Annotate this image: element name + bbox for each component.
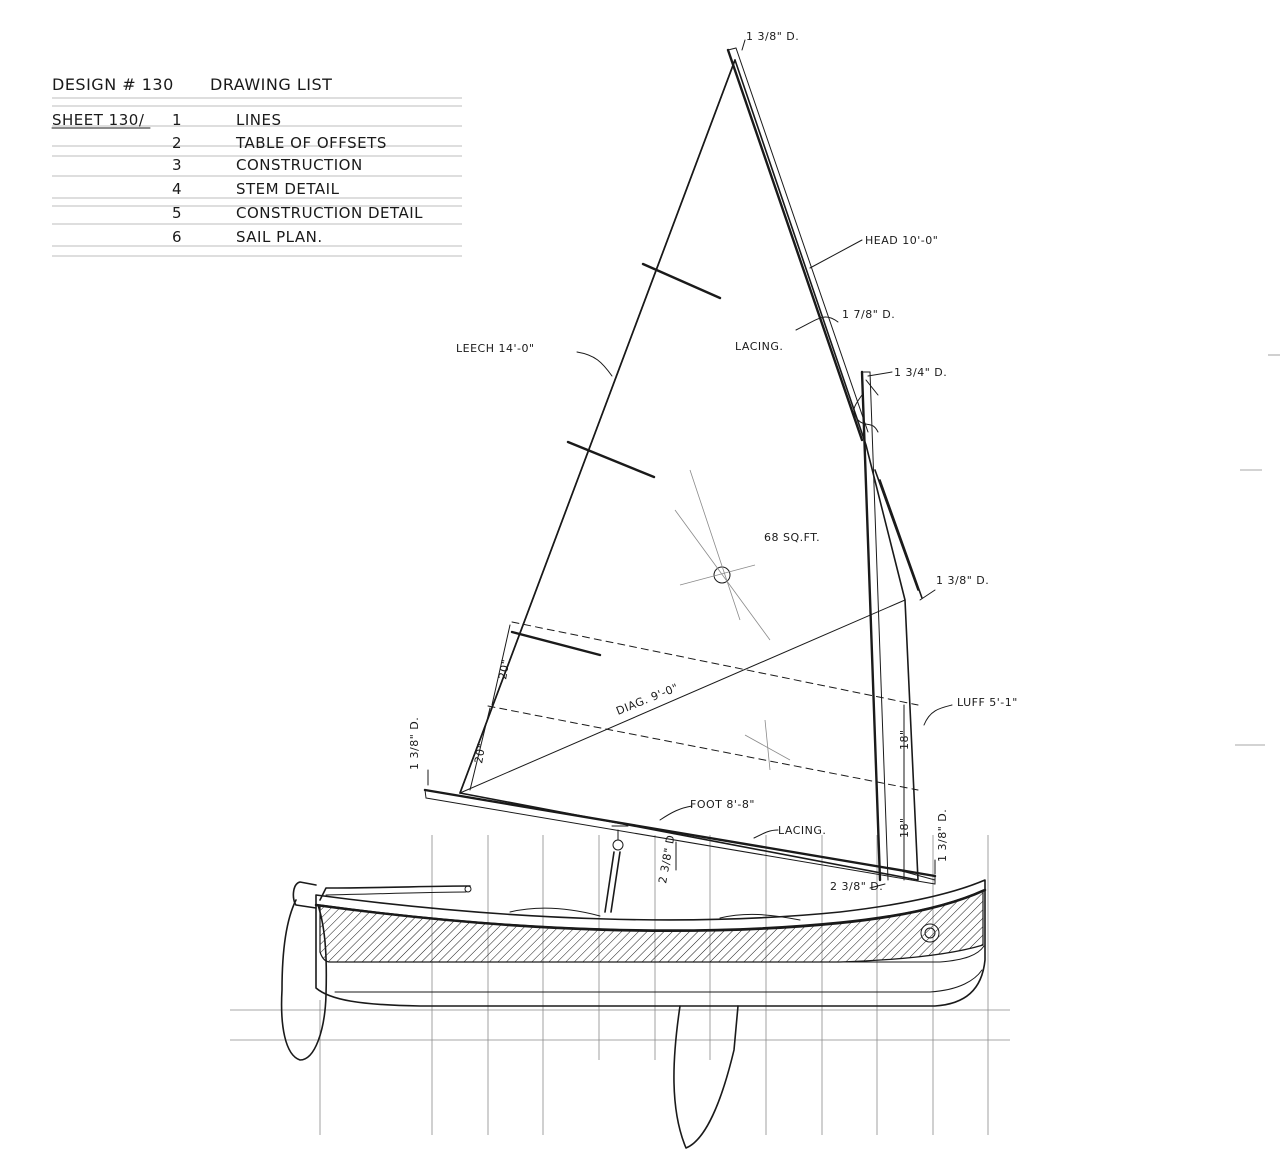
sheet-label: SHEET 130/: [52, 111, 145, 129]
station-grid: [230, 835, 1010, 1135]
boom: [423, 788, 937, 885]
drawing-list: DESIGN # 130 DRAWING LIST SHEET 130/ 1 L…: [51, 75, 462, 257]
mast: [860, 370, 889, 882]
yard: [726, 47, 869, 442]
luff-label: LUFF 5'-1": [957, 696, 1018, 709]
spar-dimensions: 1 3/8" D. 1 7/8" D. 1 3/4" D. 1 3/8" D. …: [408, 30, 989, 893]
leech-reef-upper: 20": [496, 658, 512, 681]
mainsheet: [604, 825, 629, 913]
list-item-name: SAIL PLAN.: [236, 228, 323, 246]
mast-base-diameter: 2 3/8" D.: [830, 880, 883, 893]
list-item-name: STEM DETAIL: [236, 180, 340, 198]
mast-mid-diameter: 1 3/8" D.: [936, 574, 989, 587]
lug-sail: [459, 59, 919, 881]
hull-planking: [319, 889, 984, 963]
list-item-number: 4: [172, 180, 182, 198]
lacing-head-label: LACING.: [735, 340, 783, 353]
list-item-number: 1: [172, 111, 182, 129]
luff-reef-upper: 18": [898, 729, 911, 750]
head-label: HEAD 10'-0": [865, 234, 938, 247]
list-item-number: 5: [172, 204, 182, 222]
list-item-name: TABLE OF OFFSETS: [235, 134, 387, 152]
list-item-name: CONSTRUCTION DETAIL: [236, 204, 423, 222]
list-item-number: 3: [172, 156, 182, 174]
drawing-list-heading: DRAWING LIST: [210, 75, 332, 94]
sail-labels: HEAD 10'-0" LEECH 14'-0" LACING. 68 SQ.F…: [456, 234, 1018, 837]
yard-top-diameter: 1 3/8" D.: [746, 30, 799, 43]
ruled-lines: [52, 97, 462, 257]
spars: [423, 47, 937, 913]
centre-of-effort-mark: [674, 469, 791, 771]
list-item-number: 6: [172, 228, 182, 246]
leech-reef-lower: 20": [472, 742, 488, 765]
lacing-foot-label: LACING.: [778, 824, 826, 837]
yard-mid-diameter: 1 7/8" D.: [842, 308, 895, 321]
block-diameter: 2 3/8" D.: [656, 830, 678, 885]
centerboard: [673, 1005, 739, 1149]
list-item-name: CONSTRUCTION: [236, 156, 363, 174]
foot-label: FOOT 8'-8": [690, 798, 755, 811]
leech-label: LEECH 14'-0": [456, 342, 535, 355]
sail-area-label: 68 SQ.FT.: [764, 531, 820, 544]
hull: [280, 869, 987, 1149]
leaders: [427, 39, 953, 889]
rudder: [280, 899, 328, 1061]
boom-clew-diameter: 1 3/8" D.: [936, 809, 949, 862]
luff-reef-lower: 18": [898, 817, 911, 838]
list-item-number: 2: [172, 134, 182, 152]
mast-top-diameter: 1 3/4" D.: [894, 366, 947, 379]
list-item-name: LINES: [236, 111, 282, 129]
design-title: DESIGN # 130: [52, 75, 174, 94]
boom-end-diameter: 1 3/8" D.: [408, 717, 421, 770]
scan-edge-marks: [1235, 354, 1280, 746]
